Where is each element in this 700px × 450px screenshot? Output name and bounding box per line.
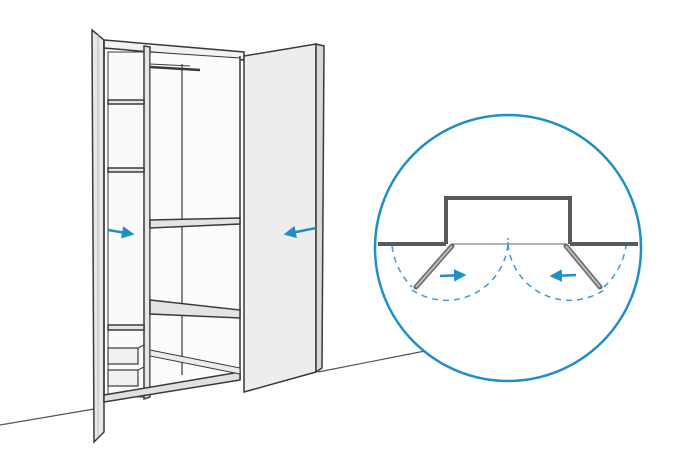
arrow-left-icon bbox=[549, 269, 577, 282]
left-door bbox=[91, 28, 105, 444]
arrow-right-icon bbox=[439, 269, 467, 282]
right-door bbox=[243, 43, 325, 393]
wardrobe-body bbox=[103, 39, 245, 403]
floor-lines bbox=[0, 349, 431, 426]
arrow-left-icon bbox=[283, 225, 317, 239]
closing-arrows bbox=[107, 225, 317, 239]
magnifier-circle bbox=[373, 113, 643, 383]
arrow-right-icon bbox=[107, 226, 135, 239]
